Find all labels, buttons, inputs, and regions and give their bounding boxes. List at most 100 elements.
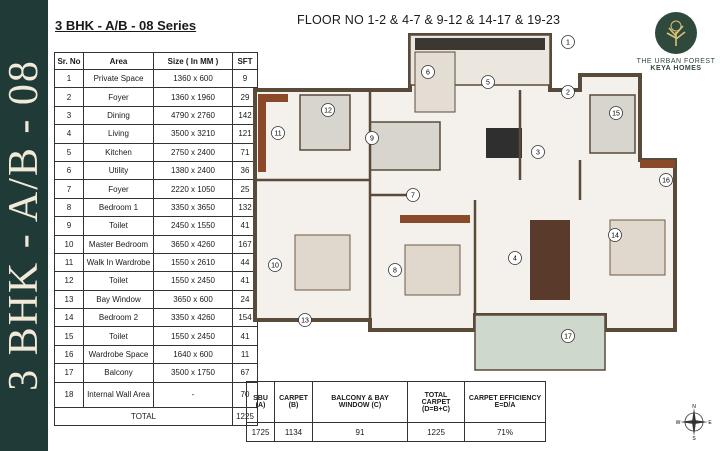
wardrobe-11-side <box>258 102 266 172</box>
cell-sr: 17 <box>54 363 84 383</box>
room-marker <box>421 65 435 79</box>
room-marker <box>271 126 285 140</box>
cell-size: 1550 x 2450 <box>153 271 233 291</box>
cell-size: 1360 x 1960 <box>153 87 233 107</box>
compass-e: E <box>708 420 712 426</box>
cell-size: 1360 x 600 <box>153 68 233 89</box>
wardrobe-16 <box>640 160 675 168</box>
header-area: Area <box>83 52 154 70</box>
cell-size: 3500 x 1750 <box>153 363 233 383</box>
logo: THE URBAN FOREST KEYA HOMES <box>636 12 716 72</box>
room-number: 17 <box>564 334 572 341</box>
room-marker <box>481 75 495 89</box>
sidebar-band: 3 BHK - A/B - 08 <box>0 0 48 451</box>
room-marker <box>561 329 575 343</box>
cell-sr: 1 <box>54 68 84 89</box>
room-number: 2 <box>566 90 570 97</box>
floor-title: FLOOR NO 1-2 & 4-7 & 9-12 & 14-17 & 19-2… <box>297 13 561 27</box>
tree-logo-icon <box>655 12 697 54</box>
cell-area: Master Bedroom <box>83 234 154 254</box>
summary-balcony: 91 <box>312 422 408 442</box>
logo-line2: KEYA HOMES <box>650 65 702 72</box>
compass-n: N <box>692 404 696 410</box>
summary-header-total-carpet: TOTAL CARPET (D=B+C) <box>407 381 465 423</box>
room-number: 1 <box>566 40 570 47</box>
room-number: 15 <box>612 111 620 118</box>
room-marker <box>508 251 522 265</box>
cell-sr: 5 <box>54 142 84 162</box>
cell-sr: 13 <box>54 289 84 310</box>
room-marker <box>659 173 673 187</box>
toilet-15 <box>589 94 636 154</box>
cell-sr: 12 <box>54 271 84 291</box>
toilet-9 <box>369 121 441 171</box>
room-number: 9 <box>370 136 374 143</box>
cell-sr: 2 <box>54 87 84 107</box>
room-number: 7 <box>411 193 415 200</box>
room-number: 12 <box>324 108 332 115</box>
cell-area: Walk In Wardrobe <box>83 252 154 273</box>
bedroom2-bed <box>609 219 666 276</box>
room-number: 6 <box>426 70 430 77</box>
cell-area: Bedroom 1 <box>83 197 154 218</box>
balcony <box>474 314 606 371</box>
wardrobe-11 <box>258 94 288 102</box>
room-marker <box>406 188 420 202</box>
cell-size: 1550 x 2610 <box>153 252 233 273</box>
cell-sr: 14 <box>54 308 84 328</box>
summary-values: 1725 1134 91 1225 71% <box>246 422 546 442</box>
summary-header-carpet: CARPET (B) <box>274 381 313 423</box>
cell-area: Living <box>83 124 154 144</box>
cell-size: 3350 x 4260 <box>153 308 233 328</box>
cell-size: 2450 x 1550 <box>153 216 233 236</box>
compass-s: S <box>692 436 696 440</box>
sidebar-title: 3 BHK - A/B - 08 <box>1 59 47 391</box>
cell-sr: 9 <box>54 216 84 236</box>
utility-area <box>414 51 456 113</box>
cell-sr: 18 <box>54 381 84 408</box>
cell-size: 1550 x 2450 <box>153 326 233 346</box>
summary-efficiency: 71% <box>464 422 546 442</box>
cell-size: - <box>153 381 233 408</box>
kitchen-counter <box>415 38 545 50</box>
summary-header: SBU (A) CARPET (B) BALCONY & BAY WINDOW … <box>246 381 546 423</box>
cell-sr: 10 <box>54 234 84 254</box>
cell-area: Internal Wall Area <box>83 381 154 408</box>
logo-line1: THE URBAN FOREST <box>636 58 716 65</box>
room-number: 5 <box>486 80 490 87</box>
room-marker <box>561 85 575 99</box>
room-number: 16 <box>662 178 670 185</box>
cell-size: 3650 x 600 <box>153 289 233 310</box>
room-number: 4 <box>513 256 517 263</box>
room-marker <box>388 263 402 277</box>
cell-size: 1640 x 600 <box>153 344 233 365</box>
cell-area: Foyer <box>83 179 154 199</box>
summary-sbu: 1725 <box>246 422 275 442</box>
living-sofa <box>530 220 570 300</box>
room-marker <box>561 35 575 49</box>
interior-walls <box>255 90 582 330</box>
cell-area: Bay Window <box>83 289 154 310</box>
header-sr: Sr. No <box>54 52 84 70</box>
room-number: 8 <box>393 268 397 275</box>
dining-table <box>486 128 522 158</box>
cell-size: 1380 x 2400 <box>153 160 233 181</box>
summary-total-carpet: 1225 <box>407 422 465 442</box>
summary-header-balcony: BALCONY & BAY WINDOW (C) <box>312 381 408 423</box>
wardrobe-8 <box>400 215 470 223</box>
cell-area: Foyer <box>83 87 154 107</box>
